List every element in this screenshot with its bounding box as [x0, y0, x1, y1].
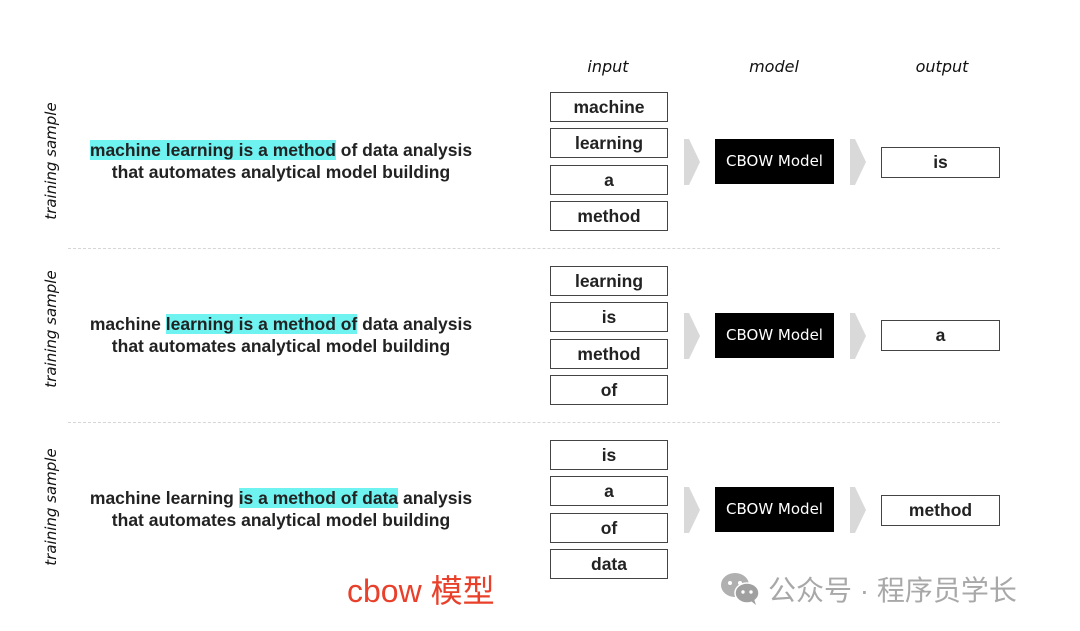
sentence-line-1: machine learning is a method of data ana… — [70, 139, 492, 161]
arrow-right-icon — [850, 313, 866, 359]
sentence-post: of data analysis — [335, 140, 473, 160]
training-row-3: training sample machine learning is a me… — [0, 423, 1080, 597]
input-word-box: of — [550, 375, 668, 405]
sentence-line-1: machine learning is a method of data ana… — [70, 313, 492, 335]
wechat-icon — [721, 573, 760, 605]
sentence-post: analysis — [398, 488, 473, 508]
sentence-line-2: that automates analytical model building — [111, 162, 451, 182]
context-window-highlight: is a method of data — [238, 488, 399, 508]
arrow-right-icon — [850, 139, 866, 185]
arrow-right-icon — [684, 487, 700, 533]
sentence-line-2: that automates analytical model building — [111, 510, 451, 530]
watermark: 公众号 · 程序员学长 — [720, 569, 1017, 609]
sentence: machine learning is a method of data ana… — [70, 487, 492, 531]
header-model: model — [749, 57, 799, 76]
caption: cbow 模型 — [347, 573, 495, 609]
arrow-right-icon — [850, 487, 866, 533]
sentence: machine learning is a method of data ana… — [70, 313, 492, 357]
context-window-highlight: learning is a method of — [165, 314, 358, 334]
output-word-box: is — [881, 147, 1000, 178]
input-word-box: is — [550, 302, 668, 332]
sentence-line-2: that automates analytical model building — [111, 336, 451, 356]
side-label-text: training sample — [42, 448, 60, 566]
output-word-box: a — [881, 320, 1000, 351]
input-word-box: data — [550, 549, 668, 579]
training-row-2: training sample machine learning is a me… — [0, 249, 1080, 423]
header-output: output — [915, 57, 969, 76]
dashed-separator — [68, 422, 1000, 423]
cbow-model-box: CBOW Model — [715, 139, 834, 184]
sentence-line-1: machine learning is a method of data ana… — [70, 487, 492, 509]
arrow-right-icon — [684, 313, 700, 359]
header-input: input — [587, 57, 629, 76]
context-window-highlight: machine learning is a method — [89, 140, 336, 160]
input-word-box: method — [550, 339, 668, 369]
side-label-text: training sample — [42, 270, 60, 388]
side-label: training sample — [36, 91, 66, 231]
input-word-box: learning — [550, 266, 668, 296]
cbow-model-box: CBOW Model — [715, 313, 834, 358]
arrow-right-icon — [684, 139, 700, 185]
input-word-box: is — [550, 440, 668, 470]
input-word-box: machine — [550, 92, 668, 122]
watermark-text: 公众号 · 程序员学长 — [768, 575, 1017, 606]
side-label: training sample — [36, 437, 66, 577]
output-word-box: method — [881, 495, 1000, 526]
sentence-pre: machine learning — [89, 488, 239, 508]
sentence: machine learning is a method of data ana… — [70, 139, 492, 183]
cbow-model-box: CBOW Model — [715, 487, 834, 532]
input-word-box: a — [550, 476, 668, 506]
training-row-1: training sample machine learning is a me… — [0, 75, 1080, 249]
sentence-post: data analysis — [357, 314, 473, 334]
input-word-box: method — [550, 201, 668, 231]
side-label-text: training sample — [42, 102, 60, 220]
sentence-pre: machine — [89, 314, 166, 334]
dashed-separator — [68, 248, 1000, 249]
input-word-box: a — [550, 165, 668, 195]
input-word-box: learning — [550, 128, 668, 158]
input-word-box: of — [550, 513, 668, 543]
side-label: training sample — [36, 259, 66, 399]
